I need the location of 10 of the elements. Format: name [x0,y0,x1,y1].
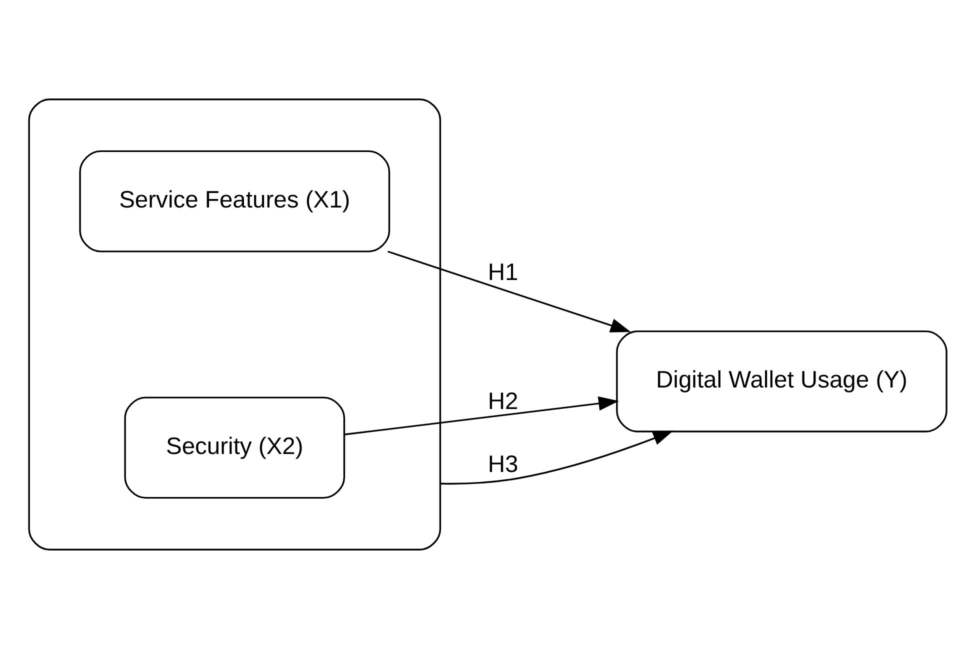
node-box: Service Features (X1) [79,150,390,252]
arrow [440,430,674,484]
node-box: Digital Wallet Usage (Y) [616,330,948,432]
arrow [344,396,619,435]
cluster [28,98,442,550]
node-box: Security (X2) [124,396,346,498]
edge-label: H3 [488,450,518,478]
arrow [388,250,631,332]
edge-label: H1 [488,258,518,286]
edge-label: H2 [488,387,518,414]
